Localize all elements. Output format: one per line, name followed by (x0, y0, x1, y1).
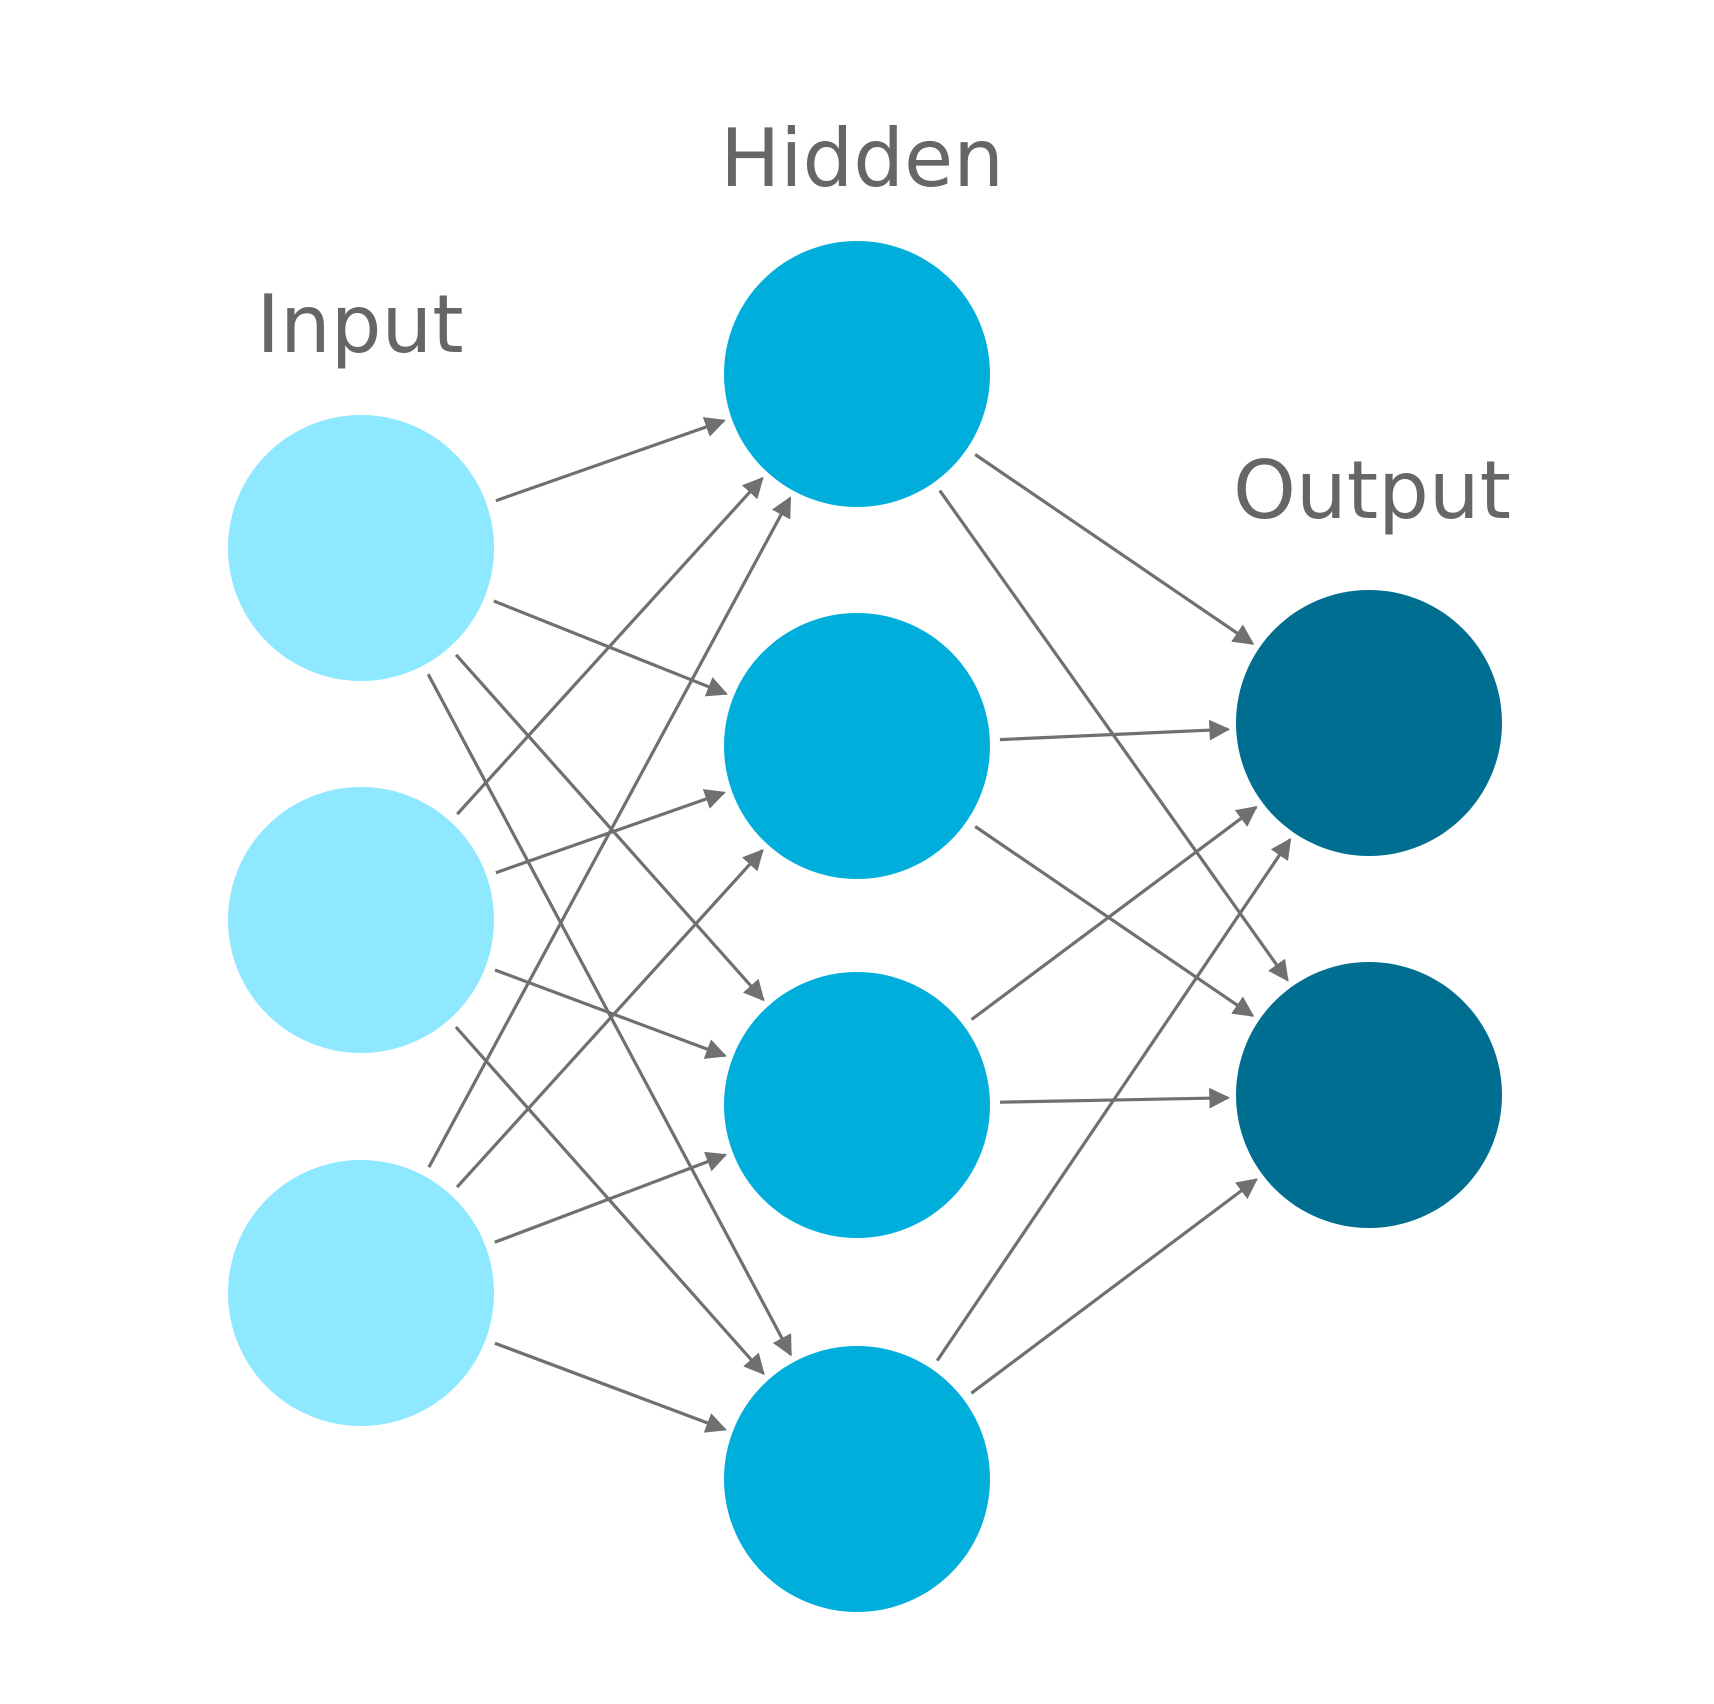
arrow-input-1-to-hidden-3 (454, 653, 765, 1002)
arrow-hidden-1-to-output-1 (974, 453, 1255, 645)
output-node-2 (1236, 962, 1502, 1228)
hidden-layer-label: Hidden (720, 112, 1004, 205)
arrow-input-3-to-hidden-4 (494, 1341, 727, 1433)
input-node-2 (228, 787, 494, 1053)
output-node-1 (1236, 590, 1502, 856)
connection-arrows (426, 417, 1292, 1433)
input-layer-label: Input (256, 278, 463, 371)
arrow-input-3-to-hidden-2 (455, 848, 764, 1189)
hidden-node-1 (724, 241, 990, 507)
arrow-hidden-4-to-output-2 (970, 1178, 1258, 1395)
output-layer-label: Output (1233, 444, 1511, 537)
hidden-node-4 (724, 1346, 990, 1612)
neuron-nodes (228, 241, 1502, 1612)
input-node-1 (228, 415, 494, 681)
arrow-input-1-to-hidden-1 (495, 417, 726, 503)
arrow-hidden-2-to-output-2 (974, 825, 1255, 1017)
input-node-3 (228, 1160, 494, 1426)
arrow-input-2-to-hidden-3 (494, 968, 727, 1059)
hidden-node-3 (724, 972, 990, 1238)
arrow-input-2-to-hidden-1 (456, 476, 764, 816)
arrow-input-3-to-hidden-3 (494, 1151, 728, 1244)
arrow-hidden-3-to-output-1 (970, 806, 1258, 1021)
arrow-hidden-2-to-output-1 (999, 719, 1231, 742)
hidden-node-2 (724, 613, 990, 879)
arrow-input-3-to-hidden-1 (427, 496, 792, 1168)
arrow-input-1-to-hidden-4 (426, 673, 793, 1357)
arrow-hidden-4-to-output-1 (935, 837, 1292, 1362)
